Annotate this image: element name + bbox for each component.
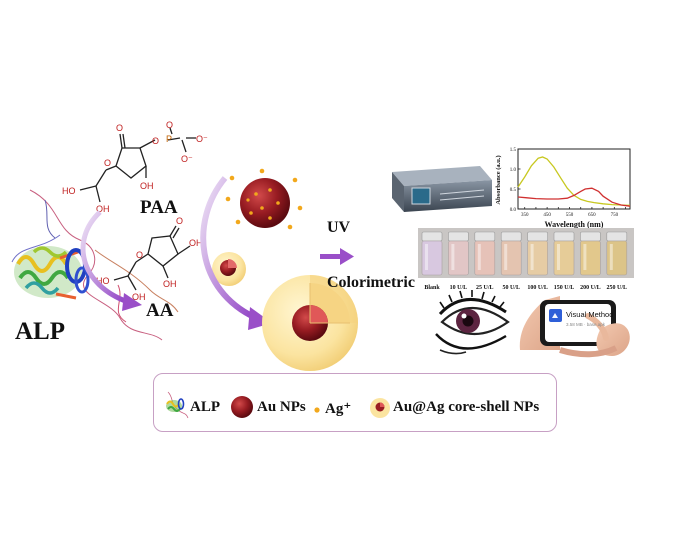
uv-label: UV — [327, 219, 351, 236]
vial-liquid — [474, 240, 496, 276]
vial — [606, 231, 628, 276]
paa-p: P — [166, 134, 172, 144]
chart-series-line-1 — [517, 156, 631, 207]
vial-label: 150 U/L — [554, 285, 575, 291]
absorbance-chart: 0.0 0.5 1.0 1.5 350 450 550 650 750 Wavelength … — [495, 148, 631, 229]
alp-protein-illustration — [11, 189, 179, 341]
colorimetric-label: Colorimetric — [327, 274, 415, 291]
legend-core-shell-label: Au@Ag core-shell NPs — [393, 399, 540, 415]
vial-liquid — [606, 240, 628, 276]
paa-o-top: O — [116, 123, 123, 133]
chart-y-tick-label: 1.5 — [510, 148, 517, 153]
vial-highlight — [609, 244, 613, 270]
paa-oh: OH — [140, 181, 154, 191]
chart-x-tick-label: 750 — [611, 213, 619, 218]
aa-oh-right: OH — [189, 238, 203, 248]
vial — [500, 231, 522, 276]
chart-y-tick-label: 1.0 — [510, 168, 517, 173]
vial — [421, 231, 443, 276]
vial-highlight — [504, 244, 508, 270]
chart-x-tick-label: 550 — [566, 213, 574, 218]
aa-label: AA — [146, 300, 174, 321]
paa-label: PAA — [140, 197, 178, 218]
vial-labels: Blank 10 U/L 25 U/L 50 U/L 100 U/L 150 U/L 200… — [424, 285, 627, 291]
au-np-with-ag-ions — [225, 168, 303, 230]
vial-highlight — [530, 244, 534, 270]
chart-y-tick-label: 0.0 — [510, 208, 517, 213]
vial-label: Blank — [424, 285, 440, 291]
small-core-shell-np — [212, 252, 246, 286]
vial-label: 50 U/L — [502, 285, 520, 291]
vial — [580, 231, 601, 276]
paa-o-p-top: O — [166, 120, 173, 130]
vial — [553, 231, 575, 276]
legend-alp-label: ALP — [190, 399, 220, 415]
aa-molecule — [113, 225, 191, 291]
aa-o-ring: O — [136, 250, 143, 260]
paa-o-link: O — [152, 136, 159, 146]
eye-icon — [435, 290, 510, 355]
chart-x-tick-label: 350 — [521, 213, 529, 218]
alp-label: ALP — [15, 318, 65, 345]
vial-label: 10 U/L — [450, 285, 468, 291]
chart-ylabel: Absorbance (a.u.) — [495, 155, 502, 204]
vial-highlight — [477, 244, 481, 270]
chart-y-tick-label: 0.5 — [510, 188, 517, 193]
paa-o-ring: O — [104, 158, 111, 168]
paa-o-minus-bottom: O⁻ — [181, 154, 193, 164]
legend-alp-symbol — [166, 391, 189, 419]
phone-app-title[interactable]: Visual Method — [566, 310, 613, 319]
chart-x-tick-label: 450 — [543, 213, 551, 218]
vial-row: Blank 10 U/L 25 U/L 50 U/L 100 U/L 150 U/L 200… — [418, 228, 634, 291]
vial-highlight — [451, 244, 455, 270]
vial-label: 250 U/L — [607, 285, 628, 291]
aa-oh-bottom: OH — [163, 279, 177, 289]
vial-highlight — [425, 244, 428, 270]
paa-atom-labels: O O P O O⁻ O⁻ OH O HO OH — [62, 120, 208, 214]
vial — [448, 231, 469, 276]
vial-highlight — [557, 244, 560, 270]
aa-atom-labels: O OH OH O HO OH — [96, 216, 203, 302]
paa-molecule — [79, 127, 196, 203]
legend-core-shell-symbol — [370, 398, 390, 418]
chart-x-ticks: 350 450 550 650 750 — [521, 207, 626, 218]
vial-label: 200 U/L — [580, 285, 601, 291]
chart-series — [517, 156, 631, 207]
vial-liquid — [553, 240, 575, 276]
aa-o-top: O — [176, 216, 183, 226]
vial-liquid — [421, 240, 443, 276]
vial-liquid — [448, 240, 469, 276]
legend-box — [153, 373, 557, 432]
paa-o-minus-right: O⁻ — [196, 134, 208, 144]
legend-ag-ion-label: Ag⁺ — [325, 401, 352, 417]
vial — [527, 231, 548, 276]
legend-au-np-symbol — [231, 396, 253, 418]
spectrophotometer — [392, 166, 492, 212]
vial-liquid — [580, 240, 601, 276]
aa-oh-lower: OH — [132, 292, 146, 302]
paa-to-aa-arrow — [80, 210, 142, 311]
vial-label: 25 U/L — [476, 285, 494, 291]
vial-highlight — [583, 244, 587, 270]
phone-app-subtitle: 3.58 MB · base.apk — [566, 322, 606, 327]
vial — [474, 231, 496, 276]
chart-y-ticks: 0.0 0.5 1.0 1.5 — [510, 148, 521, 213]
vials — [421, 231, 628, 276]
chart-series-line-2 — [517, 187, 631, 207]
large-core-shell-np — [262, 275, 359, 371]
vial-liquid — [527, 240, 548, 276]
paa-oh-lower: OH — [96, 204, 110, 214]
aa-ho: HO — [96, 276, 110, 286]
detection-arrow — [320, 248, 354, 265]
legend-au-np-label: Au NPs — [257, 399, 306, 415]
paa-ho: HO — [62, 186, 76, 196]
chart-x-tick-label: 650 — [588, 213, 596, 218]
vial-liquid — [500, 240, 522, 276]
legend-ag-ion-symbol — [314, 407, 320, 413]
chart-xlabel: Wavelength (nm) — [545, 220, 604, 229]
hand-with-phone — [519, 296, 630, 358]
vial-label: 100 U/L — [527, 285, 548, 291]
